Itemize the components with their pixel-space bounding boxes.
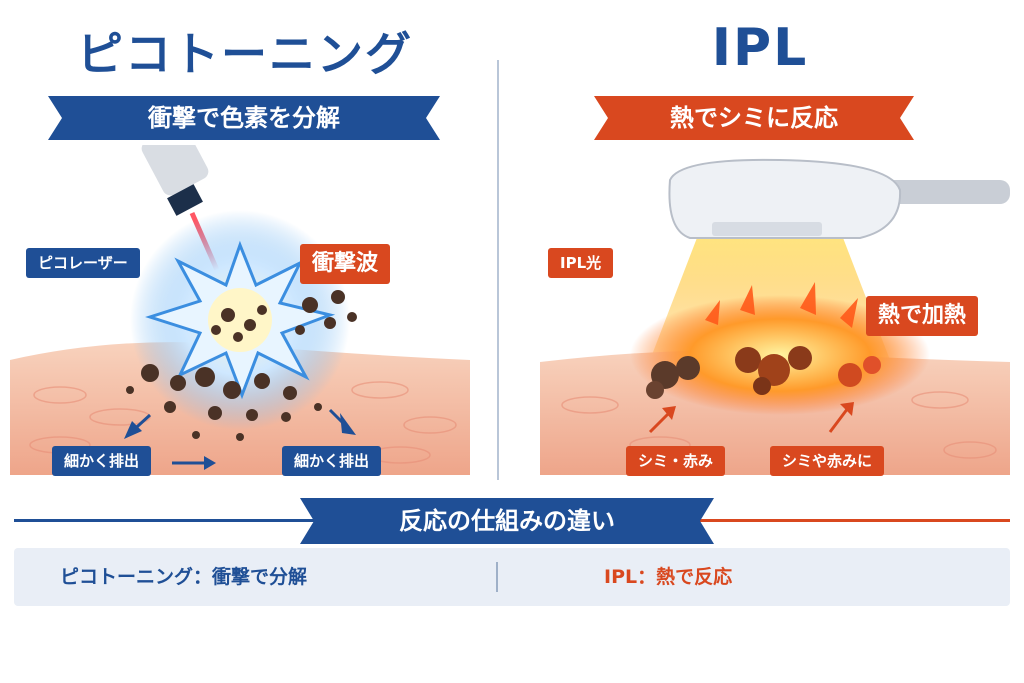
picotoning-illustration (10, 145, 470, 475)
label-excrete-left: 細かく排出 (52, 446, 152, 476)
summary-divider (496, 562, 498, 592)
right-title: IPL (711, 18, 809, 78)
spots-arrow-left (648, 410, 672, 434)
label-picolaser: ピコレーザー (26, 248, 140, 278)
left-title: ピコトーニング (77, 27, 413, 81)
pigment-particles (126, 290, 357, 441)
label-spots-redness-2: シミや赤みに (770, 446, 885, 476)
comparison-heading: 反応の仕組みの違い (300, 498, 714, 544)
label-spots-redness: シミ・赤み (626, 446, 726, 476)
ipl-handpiece (668, 158, 1010, 239)
spots-arrow-right (828, 407, 850, 433)
comparison-line-right (700, 519, 1010, 522)
label-ipl-light: IPL光 (548, 248, 614, 278)
label-heating: 熱で加熱 (866, 296, 979, 336)
summary-picotoning: ピコトーニング：衝撃で分解 (60, 566, 308, 588)
pigment-clusters (646, 346, 881, 399)
left-subtitle-banner: 衝撃で色素を分解 (48, 96, 440, 140)
label-excrete-right: 細かく排出 (282, 446, 382, 476)
comparison-summary: ピコトーニング：衝撃で分解 IPL：熱で反応 (14, 548, 1010, 606)
panel-divider (497, 60, 499, 480)
comparison-line-left (14, 519, 314, 522)
laser-handpiece (141, 145, 209, 216)
ipl-illustration (540, 158, 1010, 475)
summary-ipl: IPL：熱で反応 (604, 566, 733, 588)
right-subtitle-banner: 熱でシミに反応 (594, 96, 914, 140)
label-shockwave: 衝撃波 (300, 244, 391, 284)
